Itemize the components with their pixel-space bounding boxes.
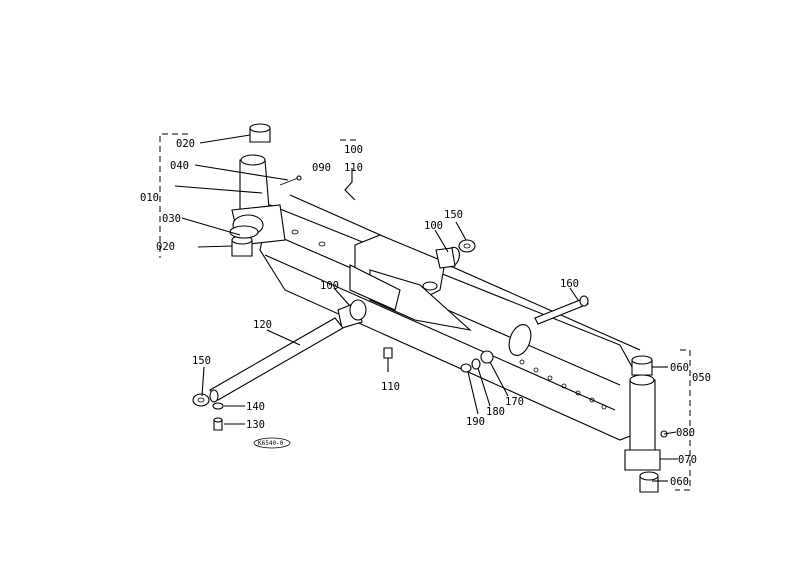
lock-washer-140 xyxy=(212,402,224,410)
pivot-shaft-120 xyxy=(209,317,344,403)
label-180: 180 xyxy=(486,406,505,418)
leader-lines xyxy=(174,134,678,482)
label-160: 160 xyxy=(560,278,579,290)
label-060-bottom: 060 xyxy=(670,476,689,488)
label-170: 170 xyxy=(505,396,524,408)
right-kingpin-housing xyxy=(624,374,661,471)
screw-110 xyxy=(383,347,393,359)
label-070: 070 xyxy=(678,454,697,466)
label-080: 080 xyxy=(676,427,695,439)
collar-030 xyxy=(229,225,259,239)
dashed-reference-lines xyxy=(159,133,691,491)
label-010: 010 xyxy=(140,192,159,204)
label-110-ref: 110 xyxy=(344,162,363,174)
label-020-top: 020 xyxy=(176,138,195,150)
bushing-060-bottom xyxy=(639,471,659,493)
part-labels: 020 040 010 030 020 100 090 110 150 100 … xyxy=(140,138,711,488)
label-050: 050 xyxy=(692,372,711,384)
label-130: 130 xyxy=(246,419,265,431)
axle-beam xyxy=(259,194,651,441)
label-190: 190 xyxy=(466,416,485,428)
label-060-top: 060 xyxy=(670,362,689,374)
bolt-130 xyxy=(213,417,223,431)
stamp-text: K6540-0 xyxy=(258,440,284,447)
bushing-020-bottom xyxy=(231,235,253,257)
label-150-left: 150 xyxy=(192,355,211,367)
bushing-060-top xyxy=(631,355,653,376)
bolt-160 xyxy=(534,295,589,325)
label-090: 090 xyxy=(312,162,331,174)
washer-150-left xyxy=(192,393,210,407)
grease-fitting-040 xyxy=(279,175,302,186)
label-150-right: 150 xyxy=(444,209,463,221)
label-140: 140 xyxy=(246,401,265,413)
label-110-bottom: 110 xyxy=(381,381,400,393)
bushing-100-left xyxy=(337,299,367,329)
label-100-ref: 100 xyxy=(344,144,363,156)
bushing-020-top xyxy=(249,123,271,143)
washer-170 xyxy=(480,350,494,364)
label-100-left: 100 xyxy=(320,280,339,292)
label-030: 030 xyxy=(162,213,181,225)
label-040: 040 xyxy=(170,160,189,172)
washer-180 xyxy=(471,358,481,370)
washer-150-right xyxy=(458,239,476,253)
label-020-bottom: 020 xyxy=(156,241,175,253)
bushing-100-right xyxy=(435,246,460,269)
label-100-right: 100 xyxy=(424,220,443,232)
nut-190 xyxy=(460,363,472,373)
label-120: 120 xyxy=(253,319,272,331)
catalog-stamp: K6540-0 xyxy=(253,437,291,449)
